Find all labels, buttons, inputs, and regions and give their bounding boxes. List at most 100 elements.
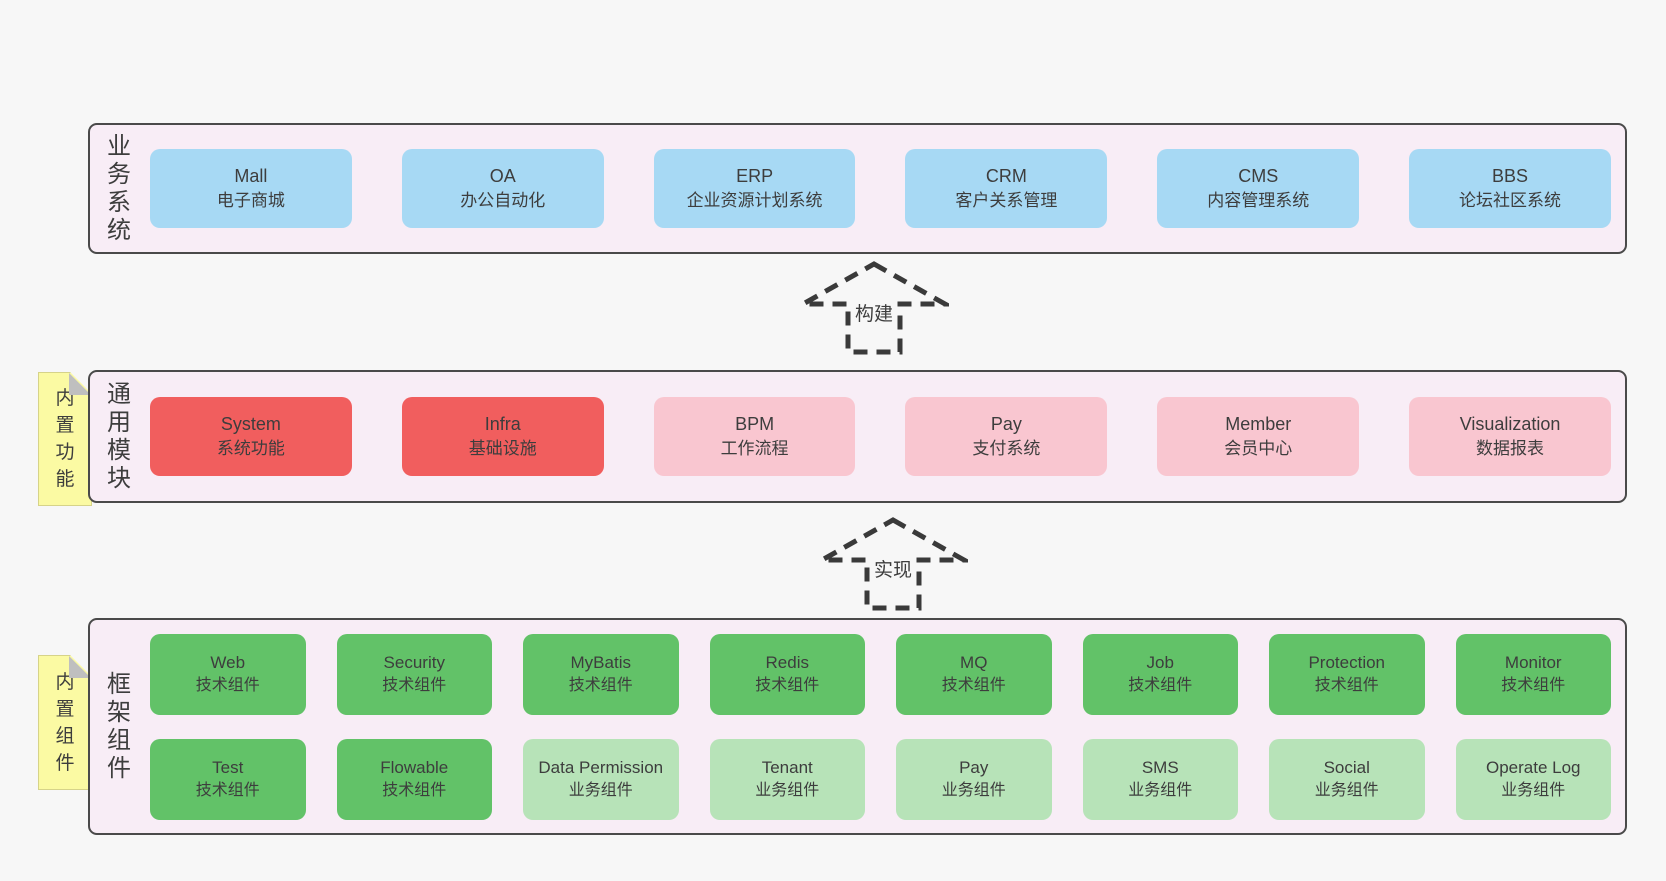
box-test: Test 技术组件 bbox=[150, 738, 306, 820]
box-title: Pay bbox=[990, 413, 1022, 434]
band-framework-label: 框架组件 bbox=[90, 620, 148, 833]
box-oa: OA 办公自动化 bbox=[401, 149, 604, 228]
box-redis: Redis 技术组件 bbox=[709, 633, 865, 715]
box-title: Tenant bbox=[761, 757, 813, 777]
box-subtitle: 内容管理系统 bbox=[1207, 191, 1310, 211]
box-subtitle: 数据报表 bbox=[1476, 439, 1545, 459]
build-arrow-label: 构建 bbox=[851, 299, 897, 326]
box-subtitle: 客户关系管理 bbox=[955, 191, 1058, 211]
band-framework-components: 框架组件 Web 技术组件 Security 技术组件 MyBatis 技术组件… bbox=[88, 618, 1627, 835]
box-title: Visualization bbox=[1459, 413, 1561, 434]
box-system: System 系统功能 bbox=[150, 397, 352, 476]
sticky-note-built-in-components: 内置组件 bbox=[38, 655, 92, 790]
box-title: CRM bbox=[985, 165, 1027, 186]
box-subtitle: 业务组件 bbox=[1128, 781, 1193, 799]
box-title: Job bbox=[1146, 652, 1174, 672]
box-protection: Protection 技术组件 bbox=[1269, 633, 1425, 715]
box-title: Operate Log bbox=[1485, 757, 1581, 777]
box-mall: Mall 电子商城 bbox=[150, 149, 352, 228]
box-security: Security 技术组件 bbox=[336, 633, 492, 715]
box-pay-component: Pay 业务组件 bbox=[896, 738, 1052, 820]
box-web: Web 技术组件 bbox=[150, 633, 306, 715]
box-tenant: Tenant 业务组件 bbox=[709, 738, 865, 820]
box-subtitle: 技术组件 bbox=[382, 781, 447, 799]
box-infra: Infra 基础设施 bbox=[401, 397, 604, 476]
box-title: Web bbox=[210, 652, 246, 672]
box-pay-module: Pay 支付系统 bbox=[905, 397, 1108, 476]
box-subtitle: 业务组件 bbox=[1314, 781, 1379, 799]
box-subtitle: 业务组件 bbox=[568, 781, 633, 799]
box-title: Security bbox=[383, 652, 445, 672]
dashed-up-arrow-icon bbox=[799, 261, 949, 355]
box-subtitle: 技术组件 bbox=[195, 676, 260, 694]
box-subtitle: 电子商城 bbox=[216, 191, 285, 211]
box-title: Test bbox=[212, 757, 244, 777]
box-title: SMS bbox=[1141, 757, 1179, 777]
band-label-text: 框架组件 bbox=[107, 670, 131, 782]
box-title: Monitor bbox=[1504, 652, 1562, 672]
box-title: Pay bbox=[959, 757, 989, 777]
box-subtitle: 系统功能 bbox=[216, 439, 285, 459]
band-business-content: Mall 电子商城 OA 办公自动化 ERP 企业资源计划系统 CRM 客户关系… bbox=[148, 125, 1625, 252]
box-title: BBS bbox=[1492, 165, 1529, 186]
dashed-up-arrow-icon bbox=[818, 517, 968, 611]
sticky-note-text: 内置功能 bbox=[55, 388, 75, 490]
box-subtitle: 技术组件 bbox=[382, 676, 447, 694]
band-business-label: 业务系统 bbox=[90, 125, 148, 252]
box-job: Job 技术组件 bbox=[1082, 633, 1238, 715]
box-title: Mall bbox=[234, 165, 268, 186]
box-member: Member 会员中心 bbox=[1157, 397, 1360, 476]
band-modules-label: 通用模块 bbox=[90, 372, 148, 501]
box-title: MQ bbox=[960, 652, 988, 672]
framework-row-1: Web 技术组件 Security 技术组件 MyBatis 技术组件 Redi… bbox=[150, 633, 1611, 715]
box-subtitle: 办公自动化 bbox=[460, 191, 546, 211]
box-subtitle: 技术组件 bbox=[195, 781, 260, 799]
box-title: Protection bbox=[1308, 652, 1386, 672]
box-bpm: BPM 工作流程 bbox=[653, 397, 856, 476]
box-subtitle: 技术组件 bbox=[1314, 676, 1379, 694]
box-bbs: BBS 论坛社区系统 bbox=[1409, 149, 1611, 228]
box-crm: CRM 客户关系管理 bbox=[905, 149, 1108, 228]
box-subtitle: 会员中心 bbox=[1224, 439, 1293, 459]
box-title: System bbox=[220, 413, 281, 434]
band-label-text: 业务系统 bbox=[107, 132, 131, 244]
box-title: MyBatis bbox=[570, 652, 631, 672]
box-subtitle: 技术组件 bbox=[568, 676, 633, 694]
band-modules-content: System 系统功能 Infra 基础设施 BPM 工作流程 Pay 支付系统… bbox=[148, 372, 1625, 501]
box-flowable: Flowable 技术组件 bbox=[336, 738, 492, 820]
box-subtitle: 工作流程 bbox=[720, 439, 789, 459]
box-title: ERP bbox=[736, 165, 774, 186]
box-mybatis: MyBatis 技术组件 bbox=[523, 633, 679, 715]
box-subtitle: 论坛社区系统 bbox=[1459, 191, 1562, 211]
box-subtitle: 基础设施 bbox=[468, 439, 537, 459]
sticky-note-built-in-features: 内置功能 bbox=[38, 372, 92, 506]
box-visualization: Visualization 数据报表 bbox=[1409, 397, 1611, 476]
build-arrow: 构建 bbox=[799, 259, 949, 356]
box-monitor: Monitor 技术组件 bbox=[1455, 633, 1611, 715]
sticky-note-text: 内置组件 bbox=[55, 671, 75, 774]
box-title: Infra bbox=[484, 413, 521, 434]
framework-row-2: Test 技术组件 Flowable 技术组件 Data Permission … bbox=[150, 738, 1611, 820]
box-title: BPM bbox=[735, 413, 775, 434]
box-subtitle: 技术组件 bbox=[1128, 676, 1193, 694]
box-title: Flowable bbox=[380, 757, 449, 777]
box-mq: MQ 技术组件 bbox=[896, 633, 1052, 715]
box-subtitle: 企业资源计划系统 bbox=[686, 191, 823, 211]
box-cms: CMS 内容管理系统 bbox=[1157, 149, 1360, 228]
box-subtitle: 业务组件 bbox=[755, 781, 820, 799]
box-title: CMS bbox=[1238, 165, 1279, 186]
band-label-text: 通用模块 bbox=[107, 380, 131, 492]
box-subtitle: 支付系统 bbox=[972, 439, 1041, 459]
band-business-systems: 业务系统 Mall 电子商城 OA 办公自动化 ERP 企业资源计划系统 CRM… bbox=[88, 123, 1627, 254]
band-common-modules: 通用模块 System 系统功能 Infra 基础设施 BPM 工作流程 Pay… bbox=[88, 370, 1627, 503]
box-data-permission: Data Permission 业务组件 bbox=[523, 738, 679, 820]
band-framework-content: Web 技术组件 Security 技术组件 MyBatis 技术组件 Redi… bbox=[148, 620, 1625, 833]
box-title: Data Permission bbox=[538, 757, 664, 777]
box-title: Member bbox=[1225, 413, 1292, 434]
box-operate-log: Operate Log 业务组件 bbox=[1455, 738, 1611, 820]
box-title: Social bbox=[1323, 757, 1370, 777]
box-sms: SMS 业务组件 bbox=[1082, 738, 1238, 820]
box-subtitle: 业务组件 bbox=[1501, 781, 1566, 799]
box-title: OA bbox=[489, 165, 516, 186]
